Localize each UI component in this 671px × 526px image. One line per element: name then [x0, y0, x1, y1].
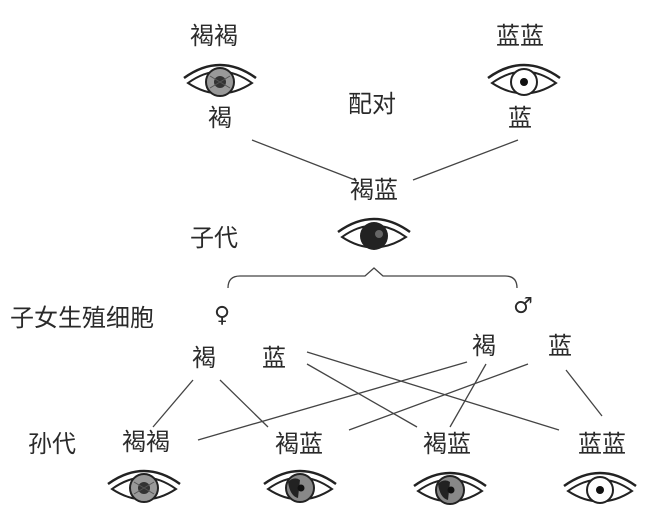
grandchild-eye-2-icon	[260, 462, 340, 516]
line-f-brown-to-g2	[219, 379, 269, 428]
line-f-blue-to-g4	[306, 351, 560, 431]
grandchild-eye-1-icon	[104, 462, 184, 516]
parent-left-gamete: 褐	[208, 104, 232, 132]
bracket	[227, 267, 518, 289]
female-gamete-blue: 蓝	[262, 344, 286, 372]
cross-label: 配对	[348, 90, 396, 118]
line-parent-right-to-offspring	[412, 139, 519, 181]
line-f-blue-to-g3	[306, 363, 418, 428]
male-symbol: ♂	[513, 294, 533, 319]
parent-left-eye-icon	[180, 56, 260, 110]
line-m-brown-to-g1	[197, 361, 468, 441]
line-f-brown-to-g1	[152, 379, 194, 428]
parent-left-genotype: 褐褐	[190, 22, 238, 50]
grandchild-eye-3-icon	[410, 464, 490, 518]
grandchild-genotype-1: 褐褐	[122, 428, 170, 456]
offspring-label: 子代	[190, 224, 238, 252]
female-gamete-brown: 褐	[192, 344, 216, 372]
grandchild-eye-4-icon	[560, 464, 640, 518]
gametes-label: 子女生殖细胞	[10, 304, 154, 332]
offspring-eye-icon	[334, 210, 414, 264]
male-gamete-brown: 褐	[472, 332, 496, 360]
line-m-blue-to-g4	[565, 369, 603, 417]
grandchild-genotype-2: 褐蓝	[275, 430, 323, 458]
grandchild-genotype-3: 褐蓝	[423, 430, 471, 458]
grandchildren-label: 孙代	[28, 430, 76, 458]
parent-right-genotype: 蓝蓝	[496, 22, 544, 50]
line-parent-left-to-offspring	[251, 139, 356, 181]
parent-right-eye-icon	[484, 56, 564, 110]
offspring-genotype: 褐蓝	[350, 176, 398, 204]
female-symbol: ♀	[214, 303, 231, 328]
grandchild-genotype-4: 蓝蓝	[578, 430, 626, 458]
male-gamete-blue: 蓝	[548, 332, 572, 360]
parent-right-gamete: 蓝	[508, 104, 532, 132]
line-m-blue-to-g2	[348, 363, 529, 431]
line-m-brown-to-g3	[449, 363, 487, 428]
